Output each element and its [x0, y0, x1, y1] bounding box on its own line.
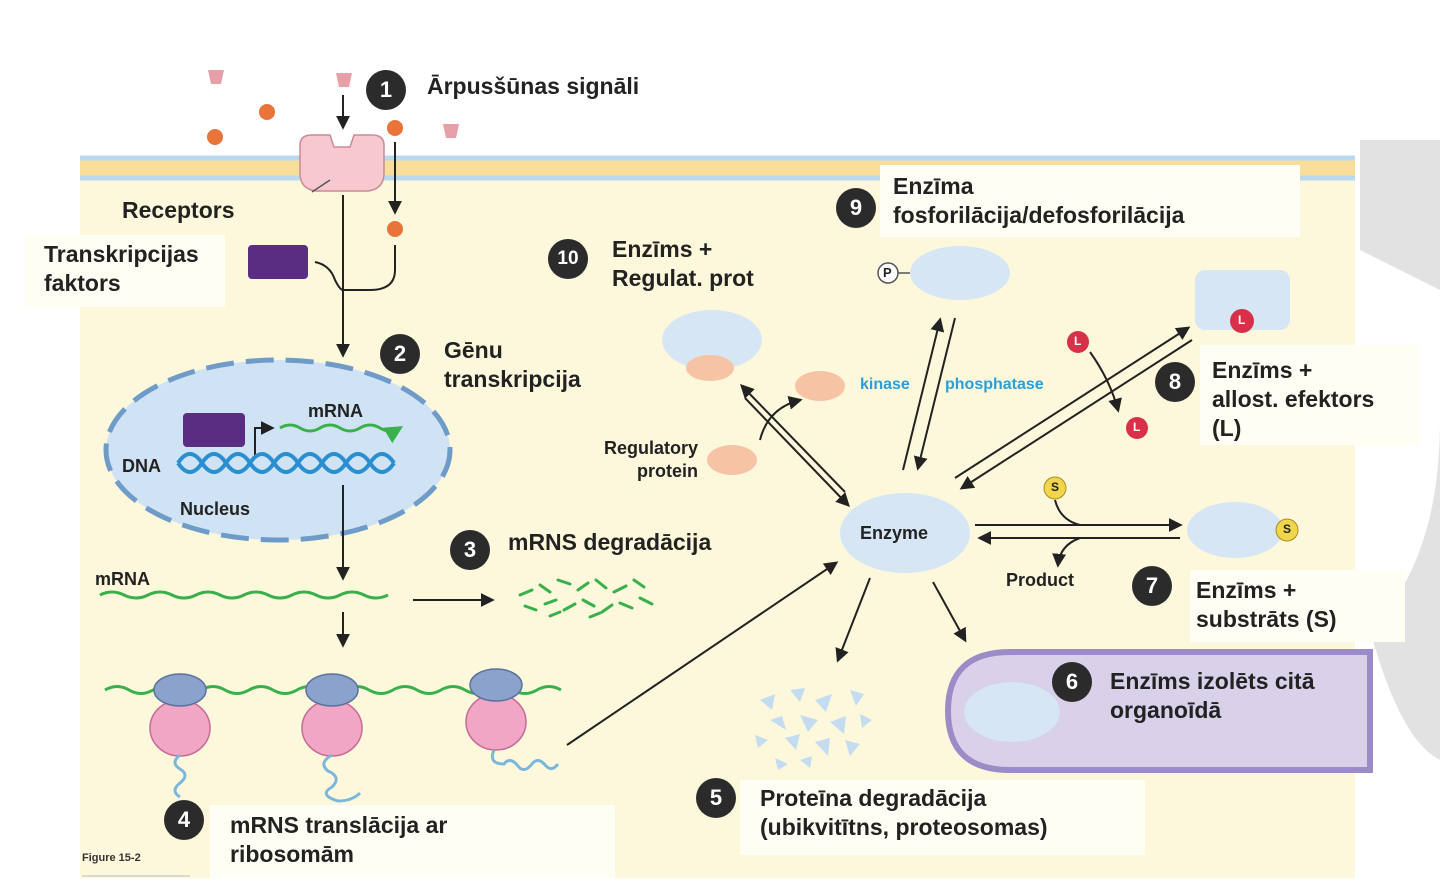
regulatory-protein-label: Regulatory protein — [603, 438, 698, 481]
receptor-icon — [299, 134, 385, 192]
nucleus — [103, 357, 453, 543]
label-bg-step4 — [210, 805, 615, 878]
enzyme-icon — [840, 493, 970, 573]
step-1-label: Ārpusšūnas signāli — [427, 73, 640, 99]
signal-dot-icon — [207, 129, 223, 145]
step-number-3: 3 — [450, 530, 490, 570]
step-number-2: 2 — [380, 334, 420, 374]
step-3-label: mRNS degradācija — [508, 529, 712, 555]
phosphorylated-enzyme-icon — [910, 246, 1010, 300]
protein-fragments-icon — [755, 688, 872, 770]
regulatory-protein-free-icon — [795, 371, 845, 401]
step-10-label: Enzīms + Regulat. prot — [612, 236, 754, 291]
substrate-symbol: S — [1051, 480, 1060, 494]
label-bg-receptors — [25, 235, 225, 307]
phosphate-symbol: P — [883, 265, 892, 280]
step-2-label: Gēnu transkripcija — [444, 337, 581, 392]
transcription-factor-icon — [248, 245, 308, 279]
product-label: Product — [1006, 570, 1075, 590]
cytoplasm-mrna-strand — [99, 590, 389, 600]
regulatory-protein-icon — [707, 445, 757, 475]
step-4-label: mRNS translācija ar ribosomām — [230, 812, 448, 867]
organelle-enzyme-icon — [964, 682, 1060, 742]
enzyme-substrate-icon — [1187, 502, 1283, 558]
nucleus-mrna-label: mRNA — [308, 401, 364, 421]
label-bg-step1 — [420, 60, 680, 110]
step-number-7: 7 — [1132, 566, 1172, 606]
ligand-bound-icon — [1230, 309, 1254, 333]
signal-molecule-icon — [443, 124, 459, 138]
decorative-grey-shape — [1360, 140, 1440, 290]
signal-molecule-icon — [208, 70, 224, 84]
label-bg-step8 — [1200, 345, 1420, 445]
ribosome-icon — [465, 668, 560, 771]
bound-regulatory-protein-icon — [686, 355, 734, 381]
degraded-mrna-fragments-icon — [518, 578, 654, 619]
ribosome-icon — [301, 673, 363, 803]
step-5-label: Proteīna degradācija (ubikvitītns, prote… — [760, 785, 1048, 840]
step-number-1: 1 — [366, 70, 406, 110]
enzyme-regulated-icon — [662, 310, 762, 370]
step-number-4: 4 — [164, 800, 204, 840]
step-number-9: 9 — [836, 188, 876, 228]
dna-label: DNA — [122, 456, 161, 476]
ligand-symbol: L — [1074, 334, 1082, 348]
ribosome-icon — [149, 673, 211, 799]
step-6-label: Enzīms izolēts citā organoīdā — [1110, 668, 1315, 723]
step-8-label: Enzīms + allost. efektors (L) — [1212, 357, 1375, 441]
receptors-label: Receptors — [122, 197, 235, 223]
enzyme-label: Enzyme — [860, 523, 929, 543]
substrate-bound-icon — [1275, 518, 1299, 542]
nucleus-transcription-factor-icon — [183, 413, 245, 447]
cytoplasm-mrna-label: mRNA — [95, 569, 151, 589]
ligand-released-symbol: L — [1133, 420, 1141, 434]
step-number-8: 8 — [1155, 362, 1195, 402]
signal-molecule-icon — [336, 73, 352, 87]
transcription-factor-label: Transkripcijas faktors — [44, 241, 199, 296]
signal-dot-icon — [259, 104, 275, 120]
ligand-bound-symbol: L — [1238, 313, 1246, 327]
step-number-10: 10 — [548, 239, 588, 279]
step-9-label: Enzīma fosforilācija/defosforilācija — [893, 173, 1185, 228]
step-number-6: 6 — [1052, 662, 1092, 702]
dna-helix — [176, 452, 396, 474]
step-number-5: 5 — [696, 778, 736, 818]
nucleus-label: Nucleus — [180, 499, 251, 519]
ligand-released-icon — [1126, 417, 1148, 439]
label-bg-step5 — [740, 780, 1145, 855]
step-7-label: Enzīms + substrāts (S) — [1196, 577, 1337, 632]
ligand-icon — [1067, 331, 1089, 353]
label-bg-step7 — [1190, 570, 1405, 642]
allosteric-enzyme-icon — [1195, 270, 1290, 330]
nucleus-mrna-strand — [279, 423, 404, 444]
phosphatase-label: phosphatase — [945, 376, 1044, 393]
substrate-icon — [1043, 476, 1067, 500]
label-bg-step9 — [880, 165, 1300, 237]
figure-caption: Figure 15-2 — [82, 852, 141, 864]
signal-dot-icon — [387, 120, 403, 136]
signal-dot-icon — [387, 221, 403, 237]
substrate-bound-symbol: S — [1283, 522, 1292, 536]
kinase-label: kinase — [860, 376, 910, 393]
